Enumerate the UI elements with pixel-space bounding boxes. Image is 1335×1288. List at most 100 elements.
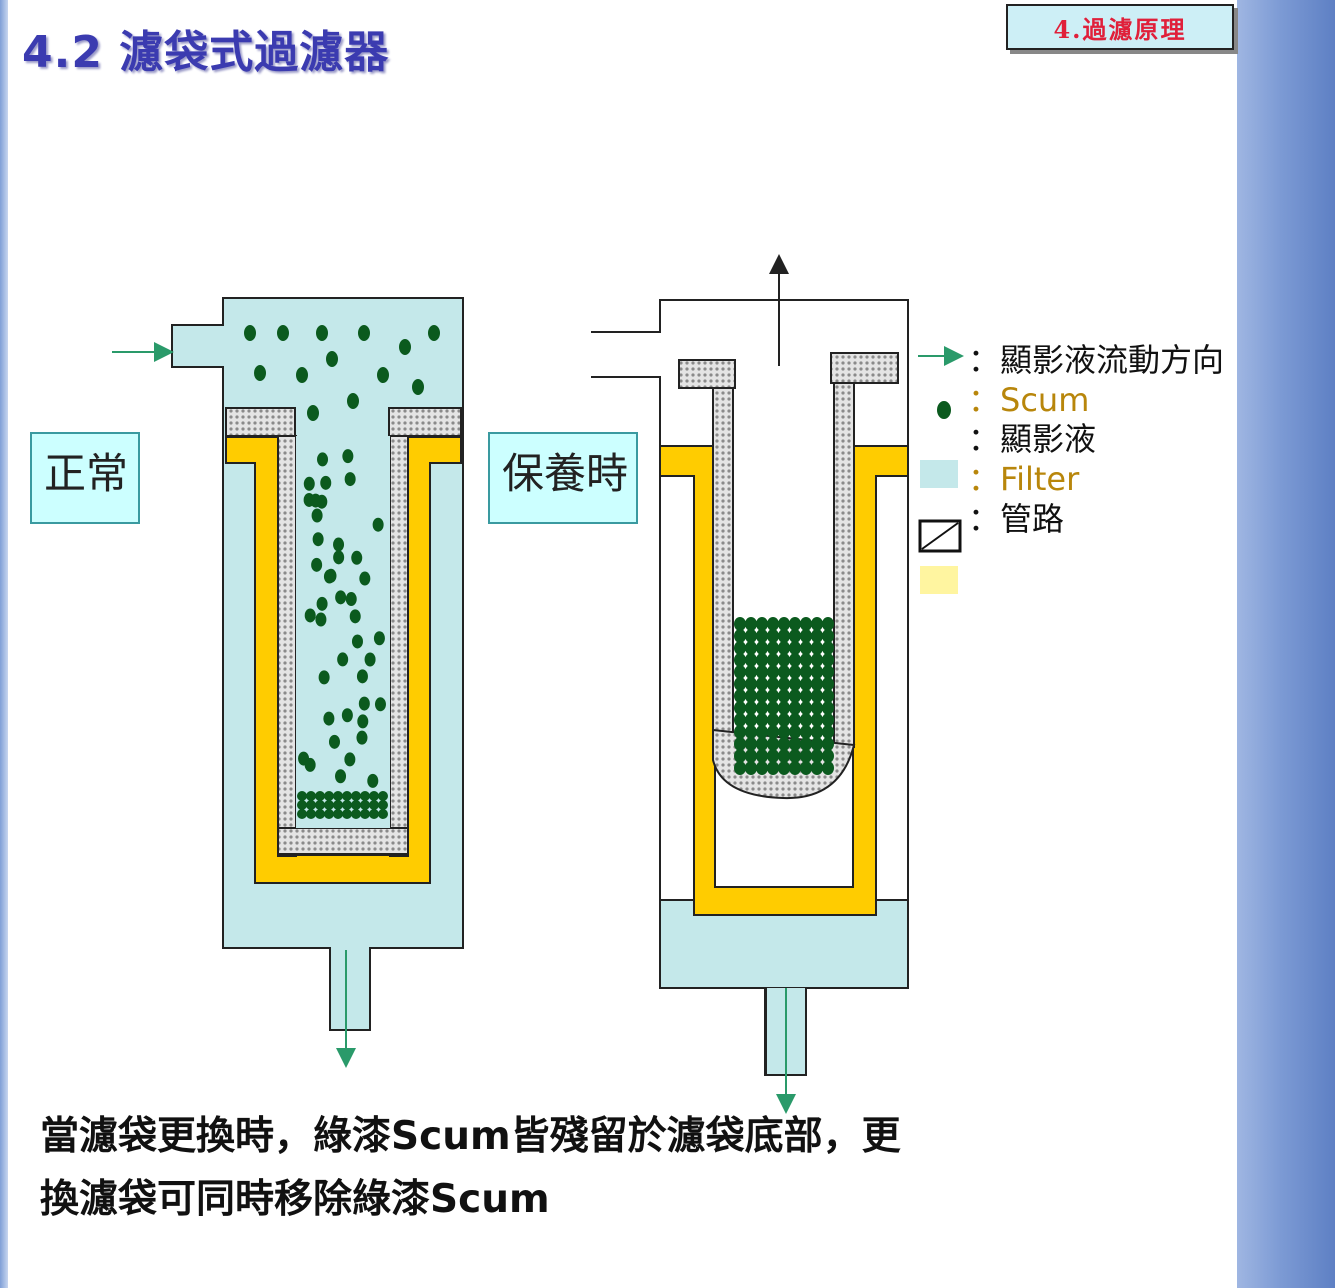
scum-particle [359, 571, 371, 586]
collected-scum-particle [767, 689, 779, 703]
scum-particle [335, 590, 347, 605]
collected-scum-particle [745, 665, 757, 679]
collected-scum-particle [767, 641, 779, 655]
scum-particle [333, 537, 345, 552]
collected-scum-particle [822, 641, 834, 655]
maintenance-collected-scum [734, 617, 834, 775]
scum-particle [316, 325, 328, 341]
collected-scum-particle [822, 653, 834, 667]
settled-scum-particle [306, 800, 316, 810]
collected-scum-particle [734, 749, 746, 763]
scum-particle [351, 550, 363, 565]
scum-particle [337, 652, 349, 667]
settled-scum-particle [378, 809, 388, 819]
collected-scum-particle [734, 689, 746, 703]
collected-scum-particle [734, 653, 746, 667]
scum-particle [358, 696, 370, 711]
collected-scum-particle [811, 665, 823, 679]
legend-pipe-label: ：管路 [968, 500, 1065, 538]
collected-scum-particle [767, 749, 779, 763]
settled-scum-particle [333, 800, 343, 810]
settled-scum-particle [369, 800, 379, 810]
legend-pipe-swatch [920, 566, 958, 594]
collected-scum-particle [767, 761, 779, 775]
settled-scum-particle [333, 791, 343, 801]
collected-scum-particle [734, 713, 746, 727]
collected-scum-particle [745, 689, 757, 703]
settled-scum-particle [297, 791, 307, 801]
scum-particle [351, 634, 363, 649]
scum-particle [244, 325, 256, 341]
collected-scum-particle [800, 677, 812, 691]
collected-scum-particle [745, 677, 757, 691]
right-decorative-panel [1237, 0, 1335, 1288]
collected-scum-particle [811, 725, 823, 739]
settled-scum-particle [324, 800, 334, 810]
legend-scum-label: ：Scum [968, 381, 1090, 419]
collected-scum-particle [789, 749, 801, 763]
collected-scum-particle [811, 629, 823, 643]
scum-particle [428, 325, 440, 341]
scum-particle [307, 405, 319, 421]
collected-scum-particle [767, 677, 779, 691]
collected-scum-particle [767, 725, 779, 739]
collected-scum-particle [811, 677, 823, 691]
collected-scum-particle [756, 629, 768, 643]
collected-scum-particle [745, 725, 757, 739]
collected-scum-particle [800, 725, 812, 739]
collected-scum-particle [756, 701, 768, 715]
collected-scum-particle [822, 629, 834, 643]
collected-scum-particle [767, 665, 779, 679]
scum-particle [374, 697, 386, 712]
scum-particle [277, 325, 289, 341]
scum-particle [372, 517, 384, 532]
collected-scum-particle [778, 761, 790, 775]
collected-scum-particle [756, 689, 768, 703]
collected-scum-particle [745, 629, 757, 643]
collected-scum-particle [778, 677, 790, 691]
state-label-maintenance: 保養時 [488, 432, 638, 524]
scum-particle [328, 734, 340, 749]
collected-scum-particle [822, 617, 834, 631]
settled-scum-particle [315, 791, 325, 801]
collected-scum-particle [745, 653, 757, 667]
collected-scum-particle [756, 665, 768, 679]
scum-particle [412, 379, 424, 395]
collected-scum-particle [800, 689, 812, 703]
scum-particle [304, 757, 316, 772]
scum-particle [315, 612, 327, 627]
collected-scum-particle [789, 641, 801, 655]
settled-scum-particle [315, 809, 325, 819]
collected-scum-particle [734, 617, 746, 631]
collected-scum-particle [756, 677, 768, 691]
collected-scum-particle [778, 701, 790, 715]
scum-particle [335, 769, 347, 784]
collected-scum-particle [734, 629, 746, 643]
settled-scum-particle [342, 800, 352, 810]
collected-scum-particle [734, 725, 746, 739]
collected-scum-particle [789, 629, 801, 643]
scum-particle [373, 631, 385, 646]
collected-scum-particle [767, 629, 779, 643]
collected-scum-particle [756, 749, 768, 763]
collected-scum-particle [822, 677, 834, 691]
collected-scum-particle [756, 653, 768, 667]
scum-particle [254, 365, 266, 381]
scum-particle [320, 475, 332, 490]
collected-scum-particle [811, 713, 823, 727]
collected-scum-particle [789, 617, 801, 631]
collected-scum-particle [811, 761, 823, 775]
settled-scum-particle [360, 800, 370, 810]
collected-scum-particle [811, 749, 823, 763]
collected-scum-particle [745, 701, 757, 715]
collected-scum-particle [734, 665, 746, 679]
collected-scum-particle [745, 749, 757, 763]
collected-scum-particle [800, 629, 812, 643]
legend-developer-label: ：顯影液 [968, 420, 1097, 458]
legend-filter-mesh-icon [918, 519, 962, 553]
collected-scum-particle [800, 653, 812, 667]
collected-scum-particle [778, 725, 790, 739]
settled-scum-particle [369, 791, 379, 801]
settled-scum-particle [333, 809, 343, 819]
collected-scum-particle [756, 641, 768, 655]
